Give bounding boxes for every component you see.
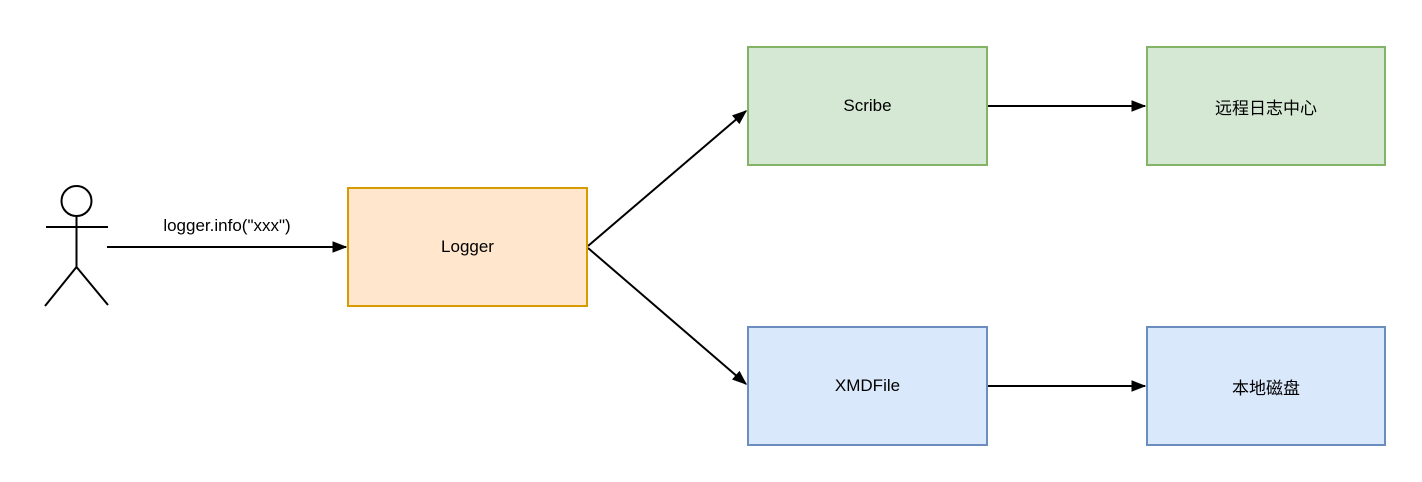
node-local-disk: 本地磁盘 bbox=[1146, 326, 1386, 446]
node-scribe: Scribe bbox=[747, 46, 988, 166]
edge-label-logger-info-call: logger.info("xxx") bbox=[118, 215, 336, 236]
node-remote-log-center: 远程日志中心 bbox=[1146, 46, 1386, 166]
node-logger: Logger bbox=[347, 187, 588, 307]
node-logger-label: Logger bbox=[441, 237, 494, 256]
stick-figure-actor-icon bbox=[44, 185, 109, 307]
arrow-logger-to-xmdfile bbox=[587, 247, 748, 385]
node-xmdfile-label: XMDFile bbox=[834, 376, 901, 395]
node-local-disk-label: 本地磁盘 bbox=[1232, 378, 1300, 398]
arrow-logger-to-scribe bbox=[587, 110, 748, 247]
node-xmdfile: XMDFile bbox=[747, 326, 988, 446]
node-scribe-label: Scribe bbox=[843, 96, 892, 115]
node-remote-log-center-label: 远程日志中心 bbox=[1215, 98, 1317, 118]
